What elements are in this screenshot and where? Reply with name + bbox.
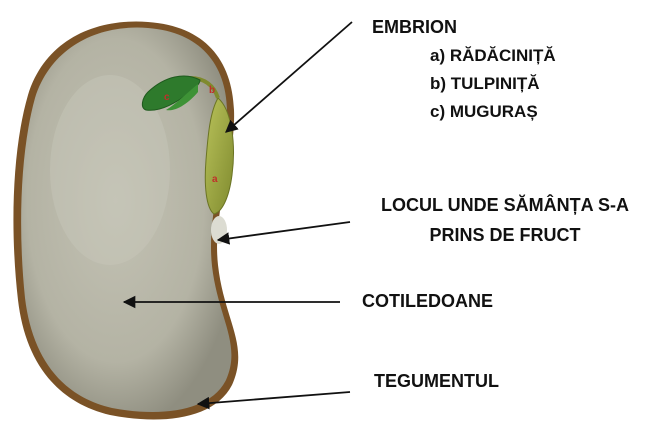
letter-c: c [164,92,170,103]
hilum-arrow [218,222,350,240]
hilum-label-line1: LOCUL UNDE SĂMÂNȚA S-A [360,196,650,214]
embryo-part-c-label: c) MUGURAȘ [430,103,538,120]
letter-a: a [212,174,218,185]
embryo-arrow [226,22,352,132]
embryo-part-a-label: a) RĂDĂCINIȚĂ [430,47,556,64]
embryo-label: EMBRION [372,18,457,36]
letter-b: b [209,85,215,96]
cotyledons-label: COTILEDOANE [362,292,493,310]
embryo-part-b-label: b) TULPINIȚĂ [430,75,540,92]
seed-coat-label: TEGUMENTUL [374,372,499,390]
hilum-label-line2: PRINS DE FRUCT [360,226,650,244]
